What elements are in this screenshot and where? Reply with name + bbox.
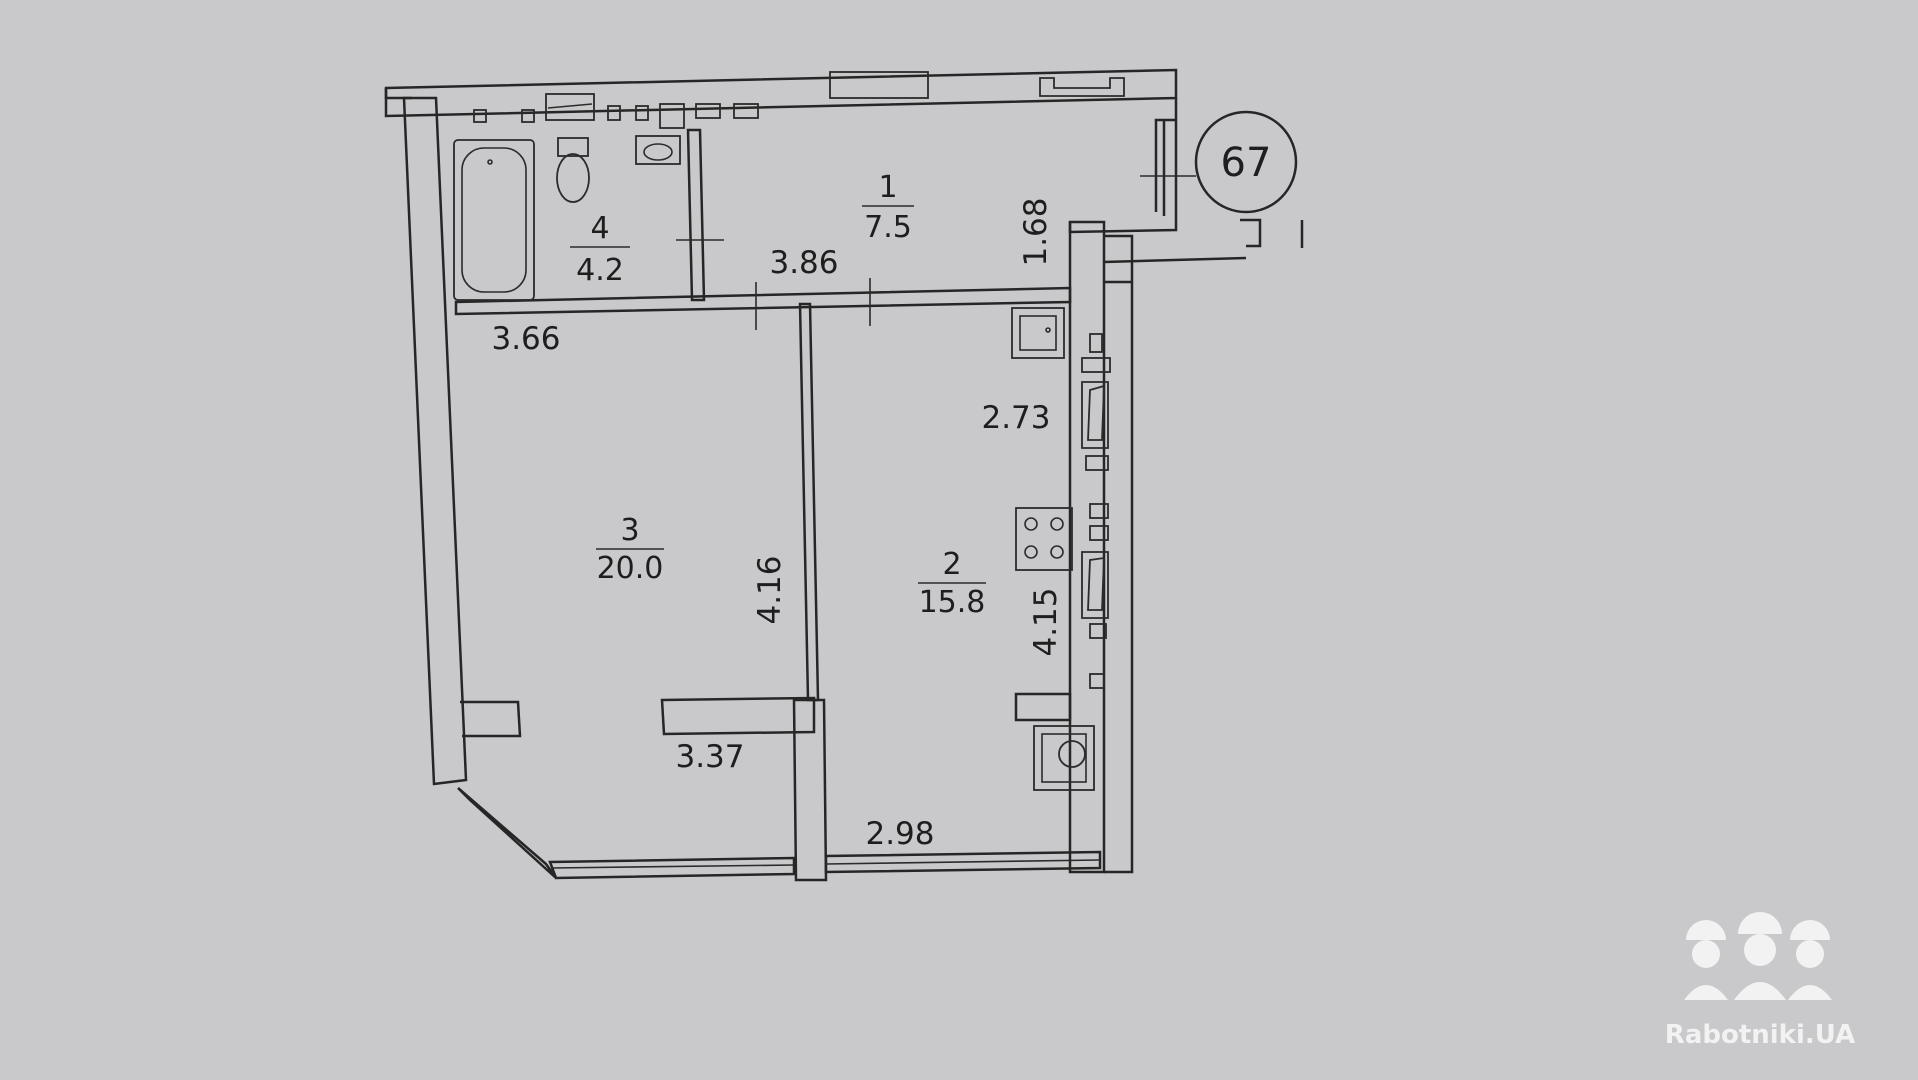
watermark-text: Rabotniki.UA bbox=[1665, 1020, 1855, 1050]
bottom-partition bbox=[792, 698, 828, 882]
room-3-number: 3 bbox=[620, 513, 639, 548]
plan-number: 67 bbox=[1221, 140, 1272, 186]
room-2-label: 2 15.8 bbox=[918, 547, 986, 620]
kitchen-window bbox=[824, 850, 1102, 874]
room-4-area: 4.2 bbox=[576, 253, 624, 288]
badge-circle bbox=[1194, 110, 1298, 214]
toilet bbox=[557, 137, 589, 157]
dim-room3-width: 3.37 bbox=[675, 739, 744, 775]
room-1-label: 1 7.5 bbox=[862, 170, 914, 245]
inner-partitions bbox=[454, 120, 1166, 702]
room-1-number: 1 bbox=[878, 170, 897, 205]
dim-kitchen-depth: 4.15 bbox=[1028, 587, 1064, 656]
dim-kitchen-width: 2.73 bbox=[981, 400, 1050, 436]
bathtub bbox=[453, 139, 535, 301]
fixtures bbox=[453, 93, 1111, 791]
room-3-label: 3 20.0 bbox=[596, 513, 664, 586]
dim-hall-length: 3.86 bbox=[769, 245, 838, 281]
room-partition bbox=[798, 302, 820, 702]
room3-window bbox=[548, 856, 796, 880]
hall-bottom-wall bbox=[454, 286, 1072, 316]
left-wall bbox=[402, 96, 468, 786]
plan-number-badge: 67 bbox=[1194, 110, 1298, 214]
dim-bath-width: 3.66 bbox=[491, 321, 560, 357]
outer-walls bbox=[384, 68, 1304, 882]
room-4-label: 4 4.2 bbox=[570, 211, 630, 288]
top-wall bbox=[384, 68, 1178, 118]
room-2-area: 15.8 bbox=[919, 585, 986, 620]
dim-kitchen-window-width: 2.98 bbox=[865, 816, 934, 852]
dim-room3-depth: 4.16 bbox=[752, 555, 788, 624]
bath-sink bbox=[635, 135, 681, 165]
watermark: Rabotniki.UA bbox=[1665, 912, 1855, 1050]
kitchen-sink bbox=[1011, 307, 1065, 359]
stove bbox=[1015, 507, 1073, 571]
dim-hall-width: 1.68 bbox=[1018, 197, 1054, 266]
room-3-area: 20.0 bbox=[597, 551, 664, 586]
room-1-area: 7.5 bbox=[864, 210, 912, 245]
boiler bbox=[1033, 725, 1095, 791]
room-4-number: 4 bbox=[590, 211, 609, 246]
right-wall bbox=[1068, 220, 1106, 874]
room-2-number: 2 bbox=[942, 547, 961, 582]
workers-logo-icon bbox=[1684, 912, 1832, 1000]
corner-bay-wall bbox=[457, 787, 558, 879]
